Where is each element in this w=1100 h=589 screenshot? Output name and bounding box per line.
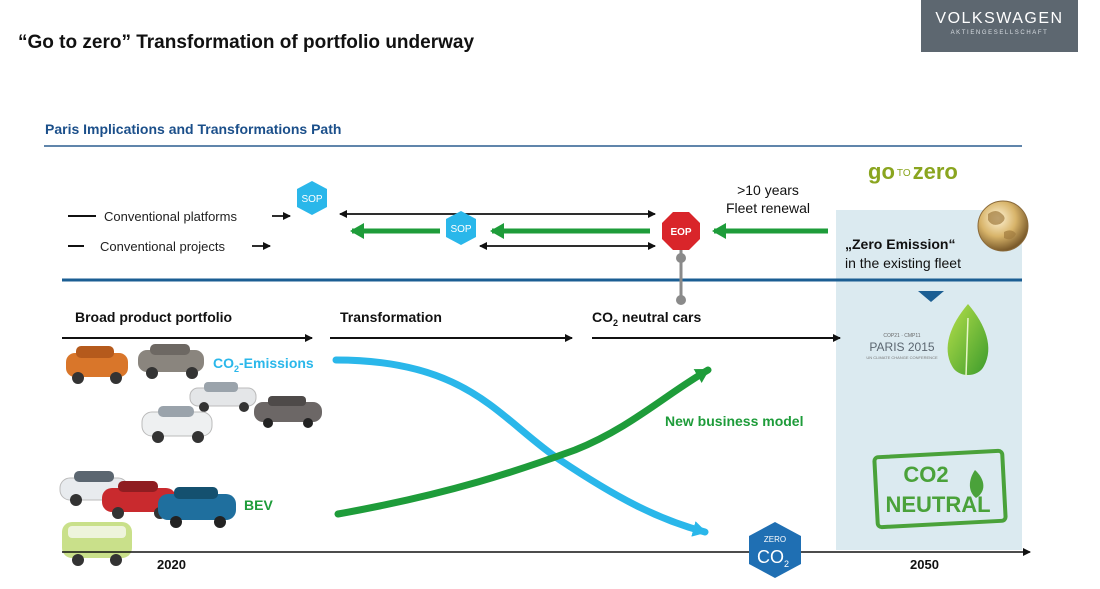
go-word: go <box>868 159 895 184</box>
axis-start-year: 2020 <box>157 557 186 572</box>
paris-2015-badge: COP21 · CMP11 PARIS 2015 UN CLIMATE CHAN… <box>866 304 989 377</box>
co2-emissions-curve <box>332 356 709 537</box>
svg-text:UN CLIMATE CHANGE CONFERENCE: UN CLIMATE CHANGE CONFERENCE <box>866 355 938 360</box>
car-icon <box>254 396 322 428</box>
phase-co2-neutral-cars: CO2 neutral cars <box>592 309 701 328</box>
target-marker <box>918 291 944 302</box>
co2-neutral-stamp: CO2 NEUTRAL <box>872 448 1008 530</box>
conventional-projects-label: Conventional projects <box>100 239 226 254</box>
svg-text:CO2: CO2 <box>757 547 789 569</box>
car-icon <box>189 382 257 412</box>
car-icon <box>102 481 176 519</box>
svg-text:NEUTRAL: NEUTRAL <box>885 492 990 517</box>
logo-subtitle: AKTIENGESELLSCHAFT <box>950 30 1049 36</box>
eop-connector-dot <box>676 295 686 305</box>
sop-hexagon-2 <box>446 211 476 245</box>
electric-cars-group <box>59 471 236 566</box>
bev-label: BEV <box>244 497 273 513</box>
slide-title: “Go to zero” Transformation of portfolio… <box>18 32 475 53</box>
sop-hexagon-1 <box>297 181 327 215</box>
zero-word: zero <box>913 159 958 184</box>
zero-emission-title: „Zero Emission“ <box>845 236 955 252</box>
goal-panel <box>836 210 1022 550</box>
fleet-renewal-years: >10 years <box>737 182 799 198</box>
co2-emissions-label: CO2-Emissions <box>213 355 314 374</box>
conventional-cars-group <box>66 344 322 443</box>
car-icon <box>138 344 204 379</box>
sop-label-1: SOP <box>301 194 322 205</box>
volkswagen-logo: VOLKSWAGEN AKTIENGESELLSCHAFT <box>921 0 1078 52</box>
section-subtitle: Paris Implications and Transformations P… <box>45 121 342 137</box>
stamp-leaf-icon <box>969 470 984 498</box>
svg-text:ZERO: ZERO <box>764 535 786 544</box>
car-icon <box>66 346 128 384</box>
svg-text:COP21 · CMP11: COP21 · CMP11 <box>883 333 920 339</box>
zero-emission-subtitle: in the existing fleet <box>845 255 961 271</box>
globe-icon <box>977 200 1029 252</box>
eop-octagon <box>662 212 700 250</box>
eop-label: EOP <box>670 227 691 238</box>
car-icon <box>158 487 236 528</box>
new-business-model-label: New business model <box>665 413 803 429</box>
svg-text:PARIS 2015: PARIS 2015 <box>869 340 934 354</box>
fleet-renewal-label: Fleet renewal <box>726 200 810 216</box>
phase-broad-portfolio: Broad product portfolio <box>75 309 232 325</box>
sop-label-2: SOP <box>450 224 471 235</box>
conventional-platforms-label: Conventional platforms <box>104 209 237 224</box>
axis-end-year: 2050 <box>910 557 939 572</box>
zero-co2-badge: ZERO CO2 <box>749 522 801 578</box>
svg-text:CO2: CO2 <box>903 462 948 487</box>
logo-brand: VOLKSWAGEN <box>935 10 1064 27</box>
car-icon <box>62 522 132 566</box>
to-word: TO <box>897 168 911 179</box>
new-business-curve <box>334 366 712 518</box>
car-icon <box>141 406 213 443</box>
phase-transformation: Transformation <box>340 309 442 325</box>
